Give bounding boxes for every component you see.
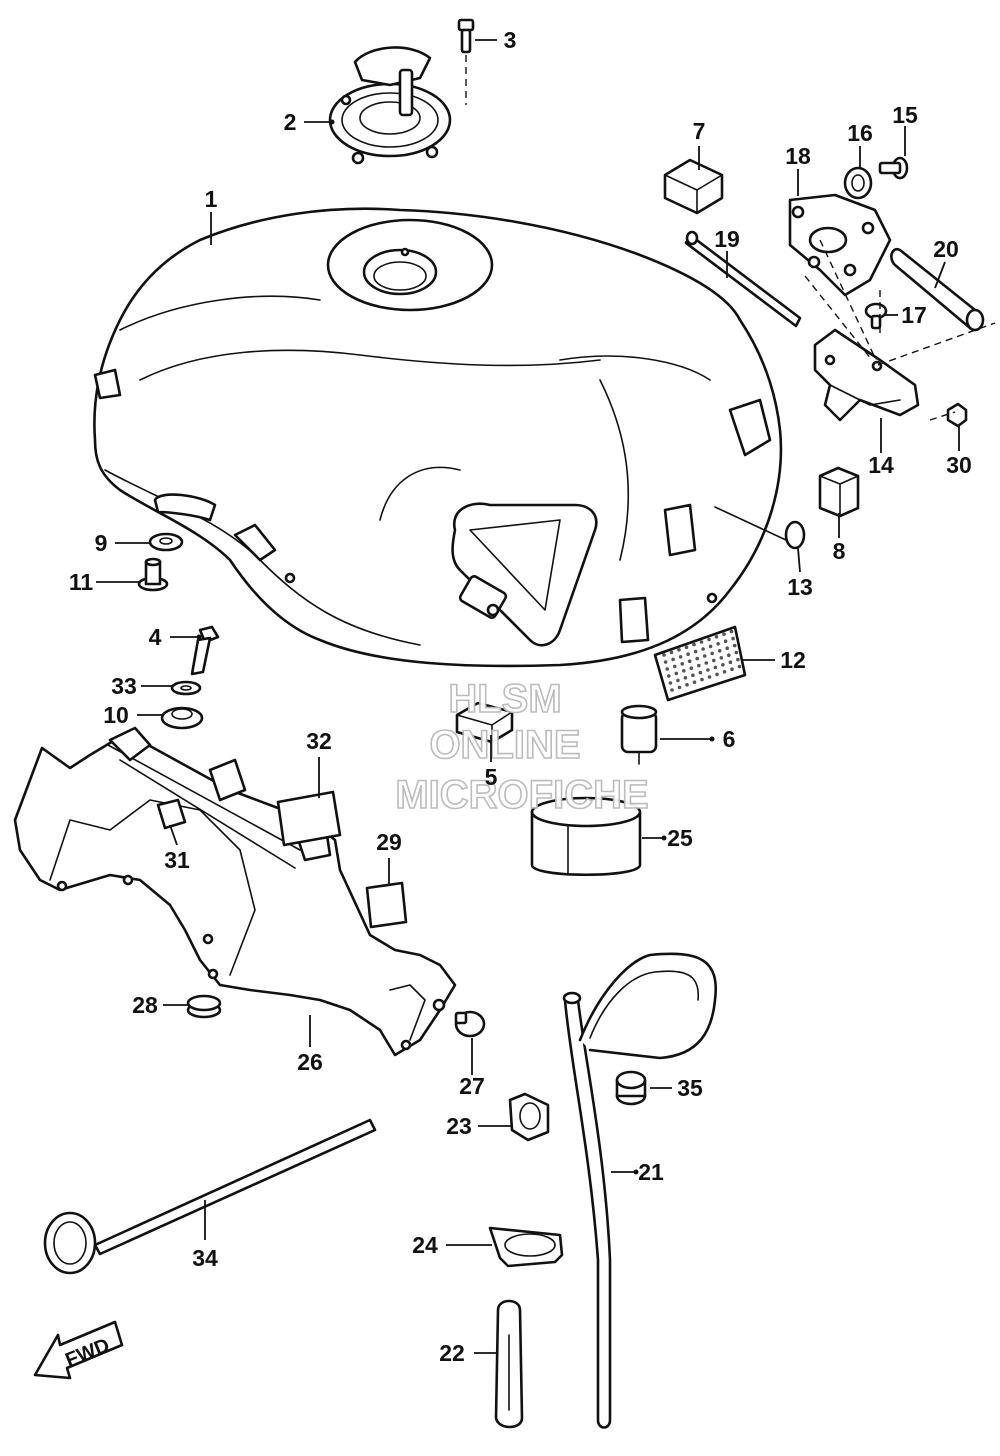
callout-34: 34 (192, 1245, 218, 1271)
grommet-28 (186, 994, 222, 1019)
bolt-15 (878, 156, 909, 180)
fuel-tank (93, 207, 783, 668)
callout-5: 5 (485, 764, 498, 790)
callout-8: 8 (833, 538, 846, 564)
forward-arrow-icon: FWD (33, 1320, 124, 1380)
callout-17: 17 (901, 302, 927, 328)
bolt-4 (190, 625, 220, 676)
callout-25: 25 (667, 825, 693, 851)
callout-29: 29 (376, 829, 402, 855)
callout-33: 33 (111, 673, 137, 699)
bolt-17 (864, 302, 888, 330)
cushion-7 (663, 158, 724, 215)
damper-16 (843, 166, 873, 200)
callout-24: 24 (412, 1232, 438, 1258)
bracket-14 (813, 328, 920, 422)
callout-15: 15 (892, 102, 918, 128)
watermark: HLSM ONLINE MICROFICHE (395, 676, 650, 818)
clip-13 (784, 520, 806, 550)
label-31 (156, 798, 187, 830)
watermark-line3: MICROFICHE (395, 773, 648, 817)
pipe-20 (890, 247, 985, 332)
callout-28: 28 (132, 992, 158, 1018)
callout-35: 35 (677, 1075, 703, 1101)
callout-21: 21 (638, 1159, 664, 1185)
callout-14: 14 (868, 452, 894, 478)
washer-33 (170, 680, 202, 696)
watermark-line1: HLSM (448, 677, 561, 721)
cover-6 (620, 704, 658, 765)
callout-6: 6 (723, 726, 736, 752)
reflector-pattern (662, 629, 742, 692)
washer-9 (148, 532, 184, 552)
callout-4: 4 (149, 624, 162, 650)
callout-11: 11 (69, 569, 94, 595)
callout-2: 2 (284, 109, 297, 135)
plug-27 (454, 1010, 486, 1038)
clamp-24 (488, 1226, 564, 1268)
callout-27: 27 (459, 1073, 485, 1099)
cap-screw (457, 18, 475, 105)
prop-rod-34 (43, 1118, 377, 1275)
callout-3: 3 (504, 27, 517, 53)
callout-9: 9 (95, 530, 108, 556)
callout-16: 16 (847, 120, 873, 146)
callout-31: 31 (164, 847, 190, 873)
cushion-5 (455, 701, 514, 744)
strap-22 (494, 1299, 524, 1429)
callout-20: 20 (933, 236, 959, 262)
callout-19: 19 (714, 226, 740, 252)
callout-13: 13 (787, 574, 813, 600)
hose-21 (562, 952, 718, 1429)
band-25 (530, 796, 642, 877)
callout-1: 1 (205, 186, 218, 212)
callouts: 1 2 3 4 5 6 7 8 9 10 11 12 13 14 15 16 1… (69, 27, 972, 1366)
clamp-23 (508, 1092, 550, 1142)
label-29 (365, 881, 408, 929)
callout-18: 18 (785, 143, 811, 169)
label-32 (276, 790, 342, 847)
nut-30 (946, 402, 968, 428)
damper-10 (160, 706, 204, 730)
leader-lines (96, 39, 960, 1354)
cushion-8 (818, 466, 860, 518)
callout-30: 30 (946, 452, 972, 478)
reflector-12 (653, 625, 747, 702)
callout-12: 12 (780, 647, 806, 673)
callout-32: 32 (306, 728, 332, 754)
watermark-line2: ONLINE (429, 723, 580, 767)
leader-dots (196, 119, 715, 1175)
callout-23: 23 (446, 1113, 472, 1139)
collar-11 (137, 557, 169, 592)
callout-22: 22 (439, 1340, 465, 1366)
bolt-19 (684, 230, 802, 328)
fuel-cap (328, 46, 452, 165)
callout-26: 26 (297, 1049, 323, 1075)
bracket-18 (788, 193, 892, 297)
callout-7: 7 (693, 118, 706, 144)
cap-35 (615, 1070, 647, 1106)
callout-10: 10 (103, 702, 129, 728)
